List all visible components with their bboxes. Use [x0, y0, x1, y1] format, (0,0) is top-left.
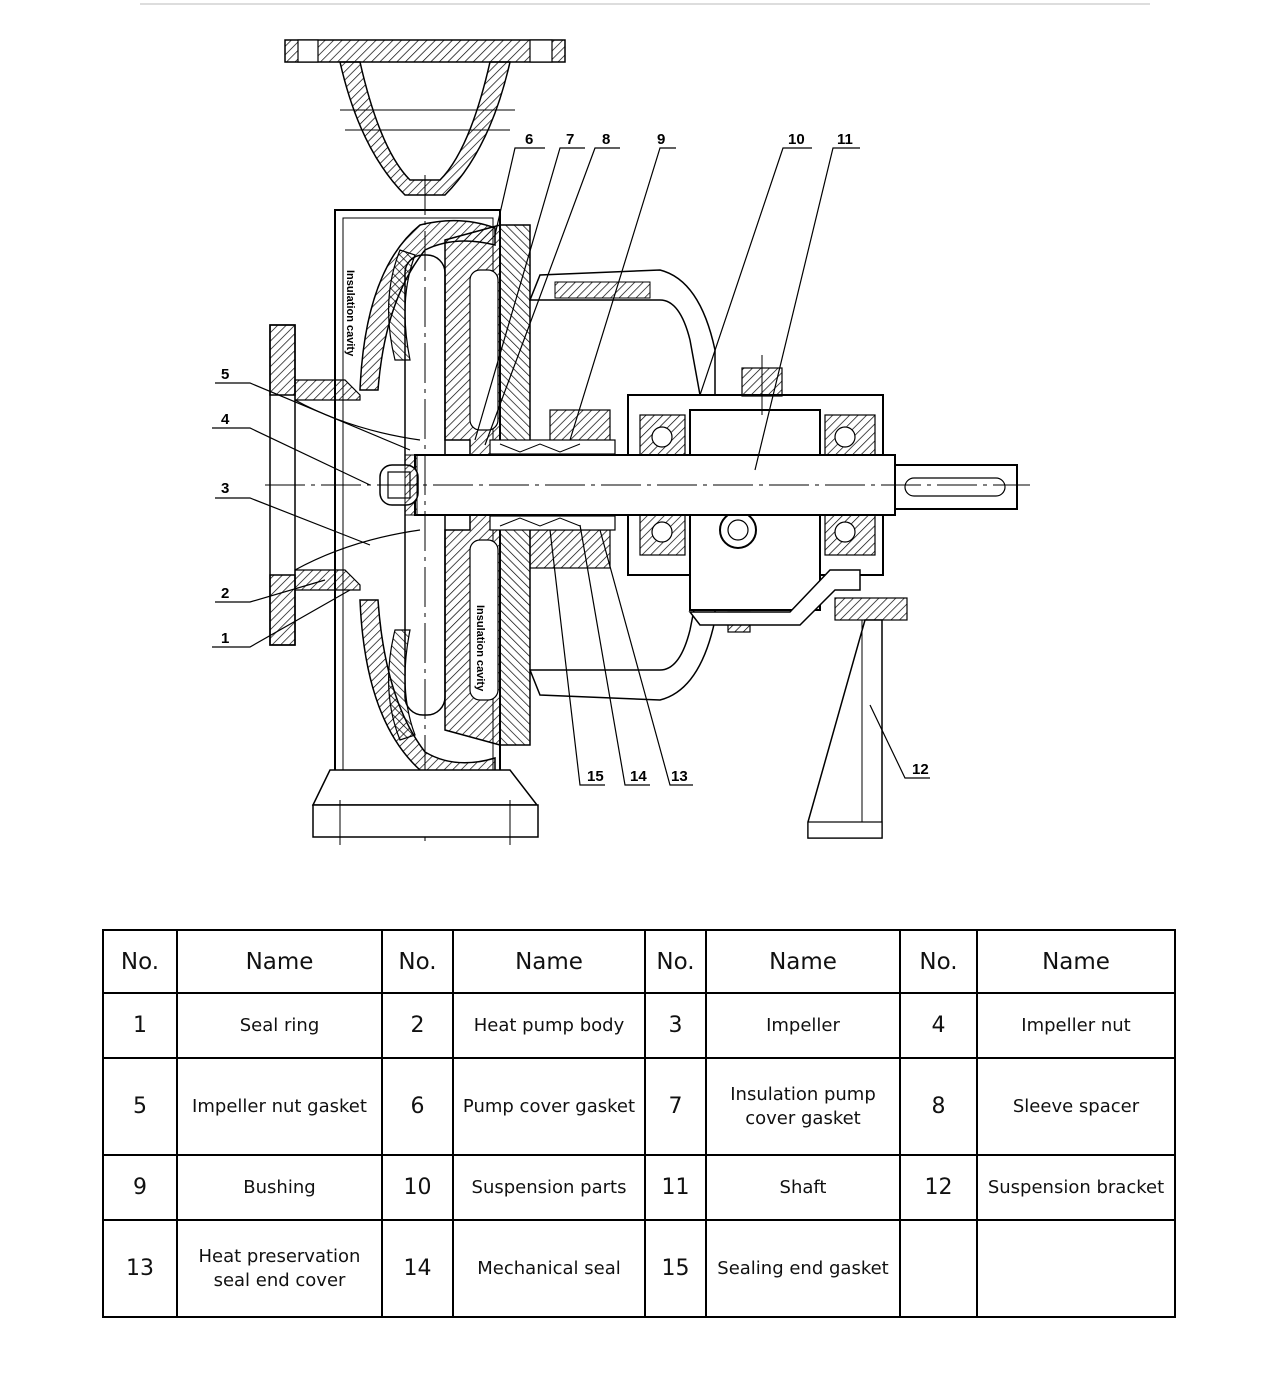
callout-15: 15: [587, 768, 604, 785]
header-no: No.: [381, 929, 454, 994]
pump-sectional-drawing: Insulation cavity Insulation cavity 1 2 …: [140, 3, 1150, 845]
part-number: 11: [644, 1154, 707, 1221]
part-name: Impeller nut: [976, 992, 1176, 1059]
part-number: 15: [644, 1219, 707, 1318]
suspension-bracket: [807, 597, 908, 839]
cavity-label-lower: Insulation cavity: [474, 605, 486, 692]
header-no: No.: [899, 929, 978, 994]
cavity-label-upper: Insulation cavity: [344, 270, 356, 357]
callout-9: 9: [657, 131, 665, 148]
discharge-flange: [284, 39, 566, 196]
pump-base: [311, 769, 539, 845]
part-number: 1: [102, 992, 178, 1059]
part-name: Suspension parts: [452, 1154, 646, 1221]
header-name: Name: [176, 929, 383, 994]
header-name: Name: [976, 929, 1176, 994]
header-name: Name: [705, 929, 901, 994]
table-row: 5 Impeller nut gasket 6 Pump cover gaske…: [102, 1057, 1176, 1156]
seal-assembly: [489, 409, 616, 569]
header-name: Name: [452, 929, 646, 994]
part-number: 2: [381, 992, 454, 1059]
callout-4: 4: [221, 411, 230, 428]
part-name: Impeller nut gasket: [176, 1057, 383, 1156]
table-row: 13 Heat preservation seal end cover 14 M…: [102, 1219, 1176, 1318]
table-row: 9 Bushing 10 Suspension parts 11 Shaft 1…: [102, 1154, 1176, 1221]
callout-numbers: 1 2 3 4 5 6 7 8 9 10 11 12 13 14 15: [221, 131, 929, 785]
header-no: No.: [644, 929, 707, 994]
part-name: Pump cover gasket: [452, 1057, 646, 1156]
part-name: Impeller: [705, 992, 901, 1059]
callout-6: 6: [525, 131, 533, 148]
part-number: 10: [381, 1154, 454, 1221]
callout-8: 8: [602, 131, 610, 148]
part-name: Sealing end gasket: [705, 1219, 901, 1318]
part-number: 5: [102, 1057, 178, 1156]
part-name: [976, 1219, 1176, 1318]
callout-11: 11: [837, 131, 853, 148]
shaft: [265, 175, 1030, 845]
part-number: 6: [381, 1057, 454, 1156]
header-no: No.: [102, 929, 178, 994]
callout-13: 13: [671, 768, 688, 785]
part-name: Suspension bracket: [976, 1154, 1176, 1221]
part-name: Heat preservation seal end cover: [176, 1219, 383, 1318]
callout-7: 7: [566, 131, 574, 148]
part-name: Mechanical seal: [452, 1219, 646, 1318]
callout-5: 5: [221, 366, 229, 383]
part-number: 4: [899, 992, 978, 1059]
callout-14: 14: [630, 768, 647, 785]
part-number: 7: [644, 1057, 707, 1156]
part-name: Sleeve spacer: [976, 1057, 1176, 1156]
part-name: Bushing: [176, 1154, 383, 1221]
part-number: 14: [381, 1219, 454, 1318]
table-header-row: No. Name No. Name No. Name No. Name: [102, 929, 1176, 994]
part-number: 3: [644, 992, 707, 1059]
part-number: [899, 1219, 978, 1318]
part-name: Shaft: [705, 1154, 901, 1221]
callout-2: 2: [221, 585, 229, 602]
part-number: 12: [899, 1154, 978, 1221]
leader-lines: [212, 147, 930, 786]
part-number: 9: [102, 1154, 178, 1221]
callout-1: 1: [221, 630, 229, 647]
part-number: 8: [899, 1057, 978, 1156]
callout-10: 10: [788, 131, 805, 148]
callout-3: 3: [221, 480, 229, 497]
callout-12: 12: [912, 761, 929, 778]
parts-table: No. Name No. Name No. Name No. Name 1 Se…: [102, 929, 1176, 1318]
suction-flange: [269, 324, 421, 646]
table-row: 1 Seal ring 2 Heat pump body 3 Impeller …: [102, 992, 1176, 1059]
part-name: Heat pump body: [452, 992, 646, 1059]
part-name: Insulation pump cover gasket: [705, 1057, 901, 1156]
part-number: 13: [102, 1219, 178, 1318]
part-name: Seal ring: [176, 992, 383, 1059]
